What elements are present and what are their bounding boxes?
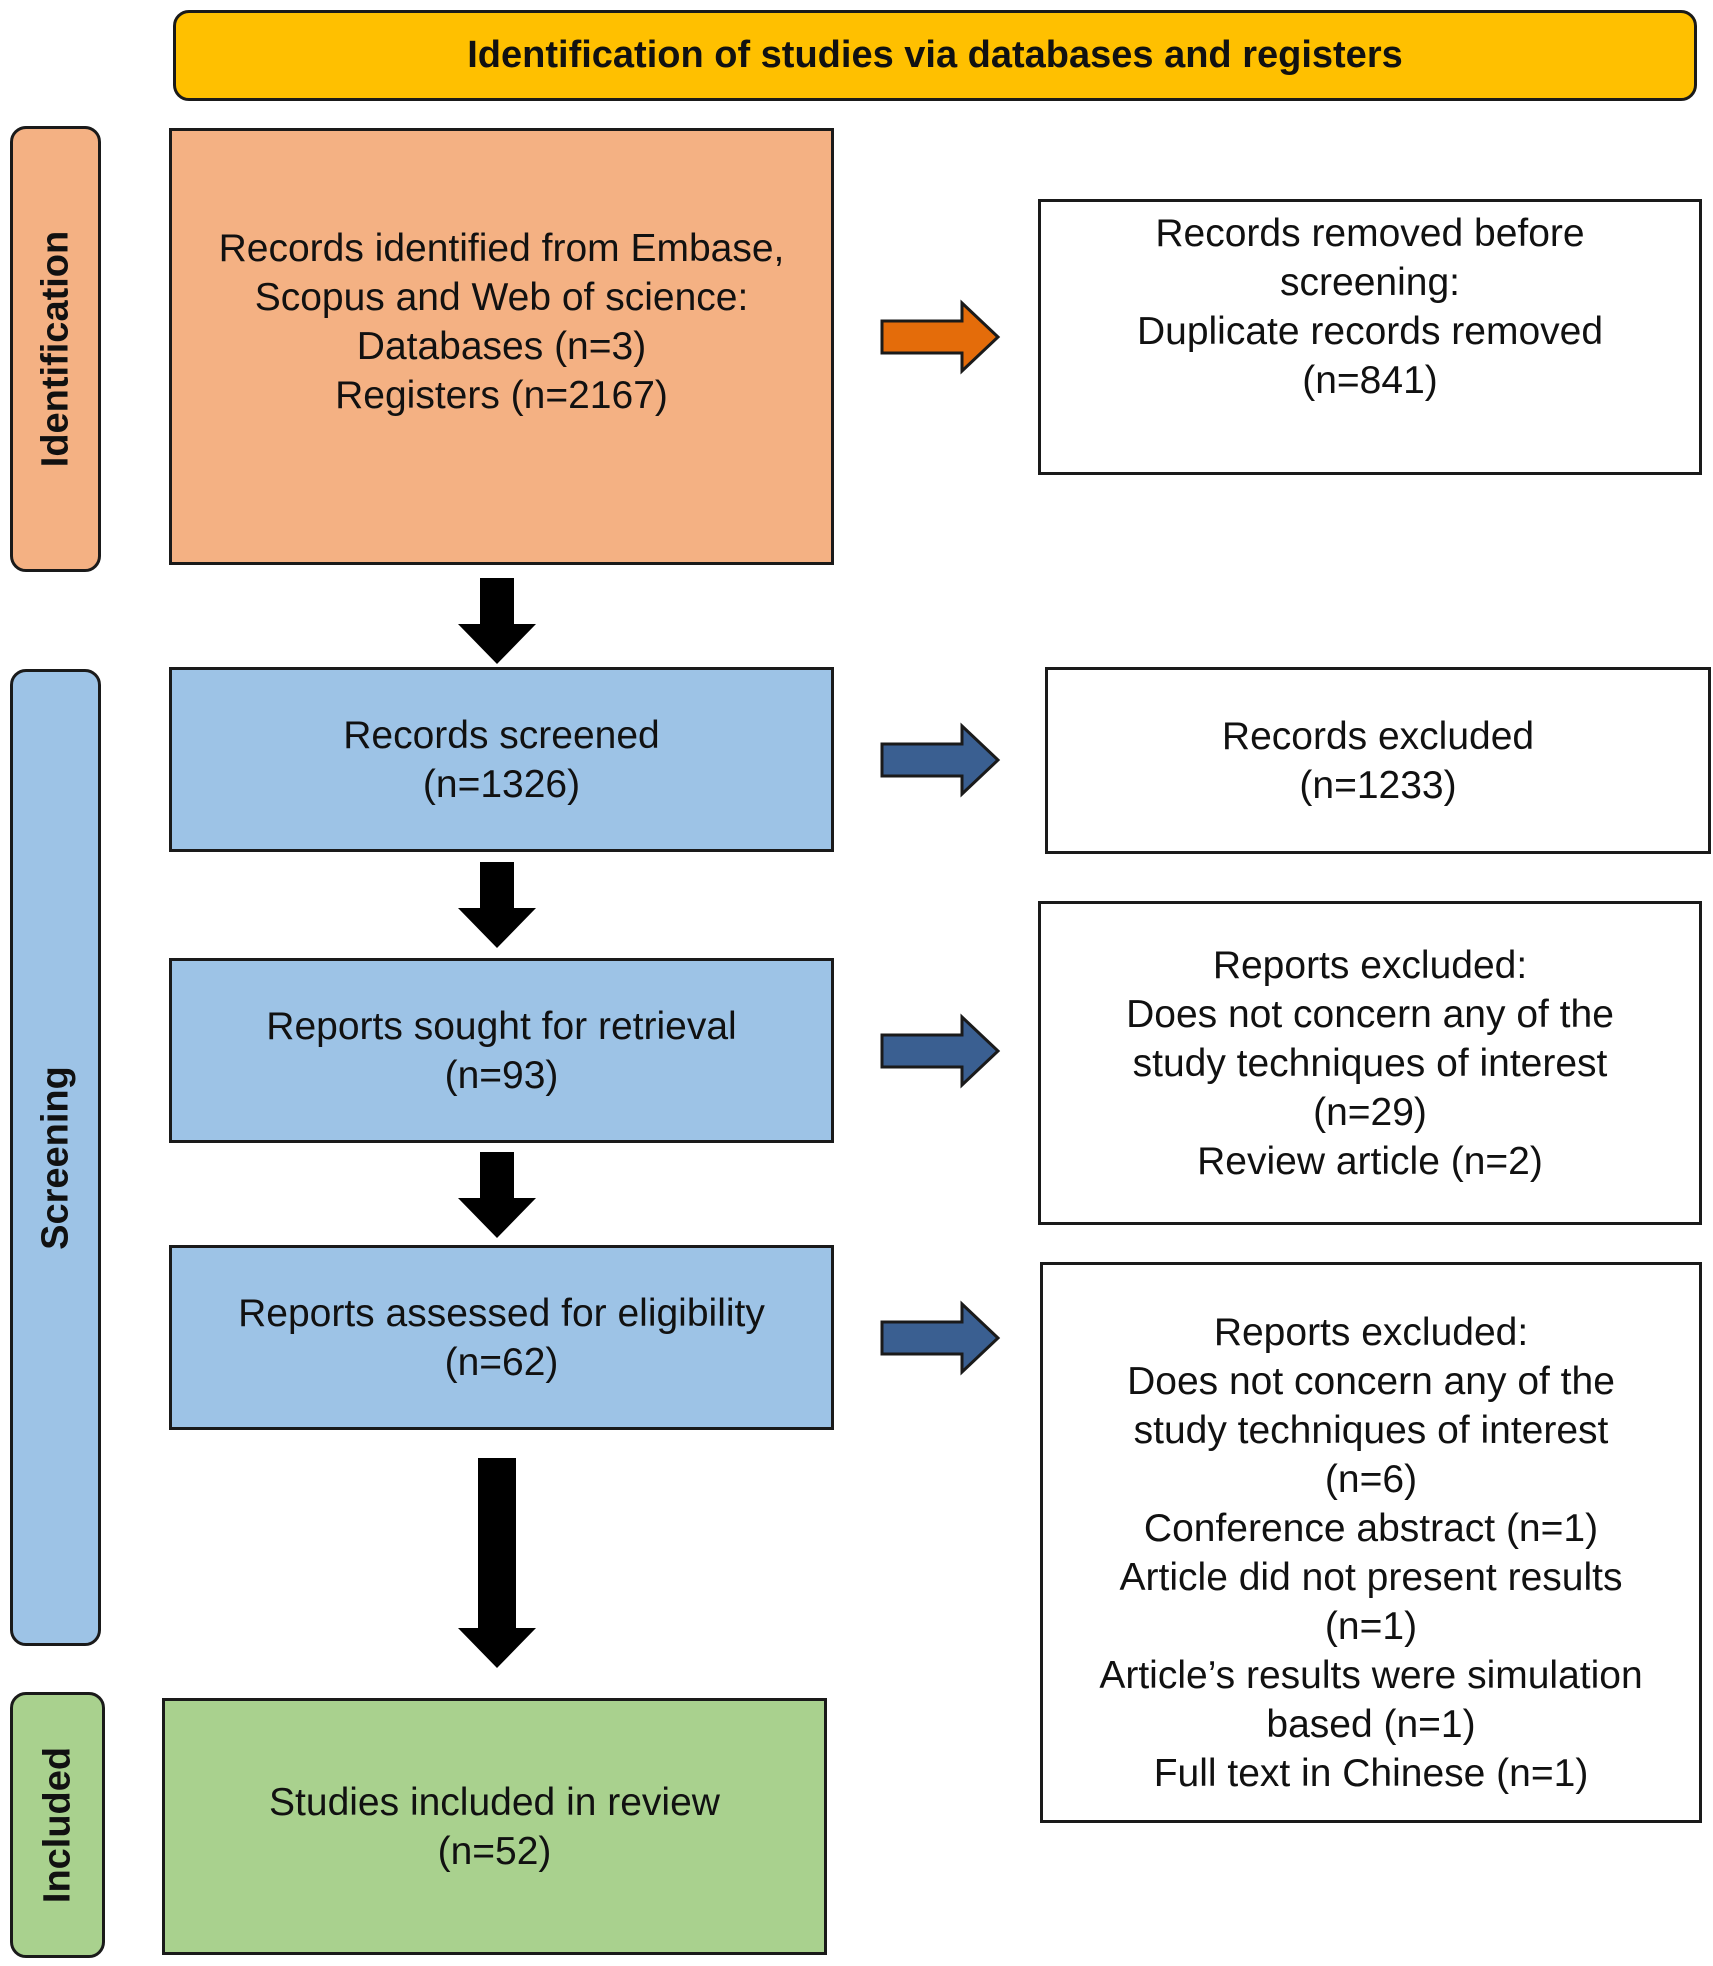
- phase-included: Included: [10, 1692, 105, 1958]
- arrow-right-orange: [880, 299, 1001, 375]
- text-line: Article did not present results: [1119, 1555, 1623, 1599]
- header-banner: Identification of studies via databases …: [173, 10, 1697, 101]
- arrow-down-3: [458, 1152, 536, 1238]
- arrow-down-2: [458, 862, 536, 948]
- text-line: (n=1326): [422, 762, 581, 806]
- text-line: Databases (n=3): [356, 324, 647, 368]
- phase-screening: Screening: [10, 669, 101, 1646]
- text-line: (n=62): [444, 1340, 559, 1384]
- phase-identification-label: Identification: [34, 230, 76, 468]
- text-line: study techniques of interest: [1133, 1408, 1609, 1452]
- studies-included-box: Studies included in review (n=52): [162, 1698, 827, 1955]
- text-line: (n=1233): [1299, 763, 1457, 807]
- phase-identification: Identification: [10, 126, 101, 572]
- text-line: Registers (n=2167): [335, 373, 668, 417]
- text-line: Article’s results were simulation: [1099, 1653, 1643, 1697]
- text-line: (n=52): [437, 1829, 552, 1873]
- text-line: Reports assessed for eligibility: [238, 1291, 765, 1335]
- records-removed-box: Records removed before screening: Duplic…: [1038, 199, 1702, 475]
- text-line: Full text in Chinese (n=1): [1153, 1751, 1589, 1795]
- header-title: Identification of studies via databases …: [467, 34, 1403, 76]
- text-line: based (n=1): [1266, 1702, 1476, 1746]
- records-identified-box: Records identified from Embase, Scopus a…: [169, 128, 834, 565]
- text-line: Conference abstract (n=1): [1143, 1506, 1599, 1550]
- text-line: Records screened: [343, 713, 660, 757]
- text-line: (n=841): [1302, 359, 1438, 402]
- text-line: Does not concern any of the: [1127, 1359, 1615, 1403]
- phase-screening-label: Screening: [34, 1065, 76, 1250]
- reports-excluded-box-2: Reports excluded: Does not concern any o…: [1040, 1262, 1702, 1823]
- text-line: Scopus and Web of science:: [254, 275, 749, 319]
- text-line: Studies included in review: [269, 1780, 720, 1824]
- reports-sought-box: Reports sought for retrieval (n=93): [169, 958, 834, 1143]
- text-line: Reports sought for retrieval: [266, 1004, 737, 1048]
- text-line: Does not concern any of the: [1126, 992, 1614, 1036]
- text-line: screening:: [1280, 261, 1460, 304]
- text-line: Reports excluded:: [1212, 943, 1528, 987]
- text-line: Records identified from Embase,: [218, 226, 785, 270]
- records-excluded-box: Records excluded (n=1233): [1045, 667, 1711, 854]
- text-line: (n=1): [1324, 1604, 1418, 1648]
- reports-assessed-box: Reports assessed for eligibility (n=62): [169, 1245, 834, 1430]
- phase-included-label: Included: [36, 1746, 78, 1904]
- arrow-right-blue-2: [880, 1013, 1001, 1089]
- text-line: Review article (n=2): [1197, 1139, 1543, 1183]
- text-line: Duplicate records removed: [1136, 310, 1604, 353]
- arrow-right-blue-3: [880, 1300, 1001, 1376]
- records-screened-box: Records screened (n=1326): [169, 667, 834, 852]
- text-line: Records excluded: [1221, 714, 1535, 758]
- text-line: Reports excluded:: [1213, 1310, 1529, 1354]
- arrow-down-1: [458, 578, 536, 664]
- text-line: Records removed before: [1155, 212, 1585, 255]
- reports-excluded-box-1: Reports excluded: Does not concern any o…: [1038, 901, 1702, 1225]
- arrow-down-4: [458, 1458, 536, 1668]
- text-line: (n=93): [444, 1053, 559, 1097]
- text-line: (n=29): [1313, 1090, 1427, 1134]
- text-line: (n=6): [1324, 1457, 1418, 1501]
- arrow-right-blue-1: [880, 722, 1001, 798]
- text-line: study techniques of interest: [1132, 1041, 1608, 1085]
